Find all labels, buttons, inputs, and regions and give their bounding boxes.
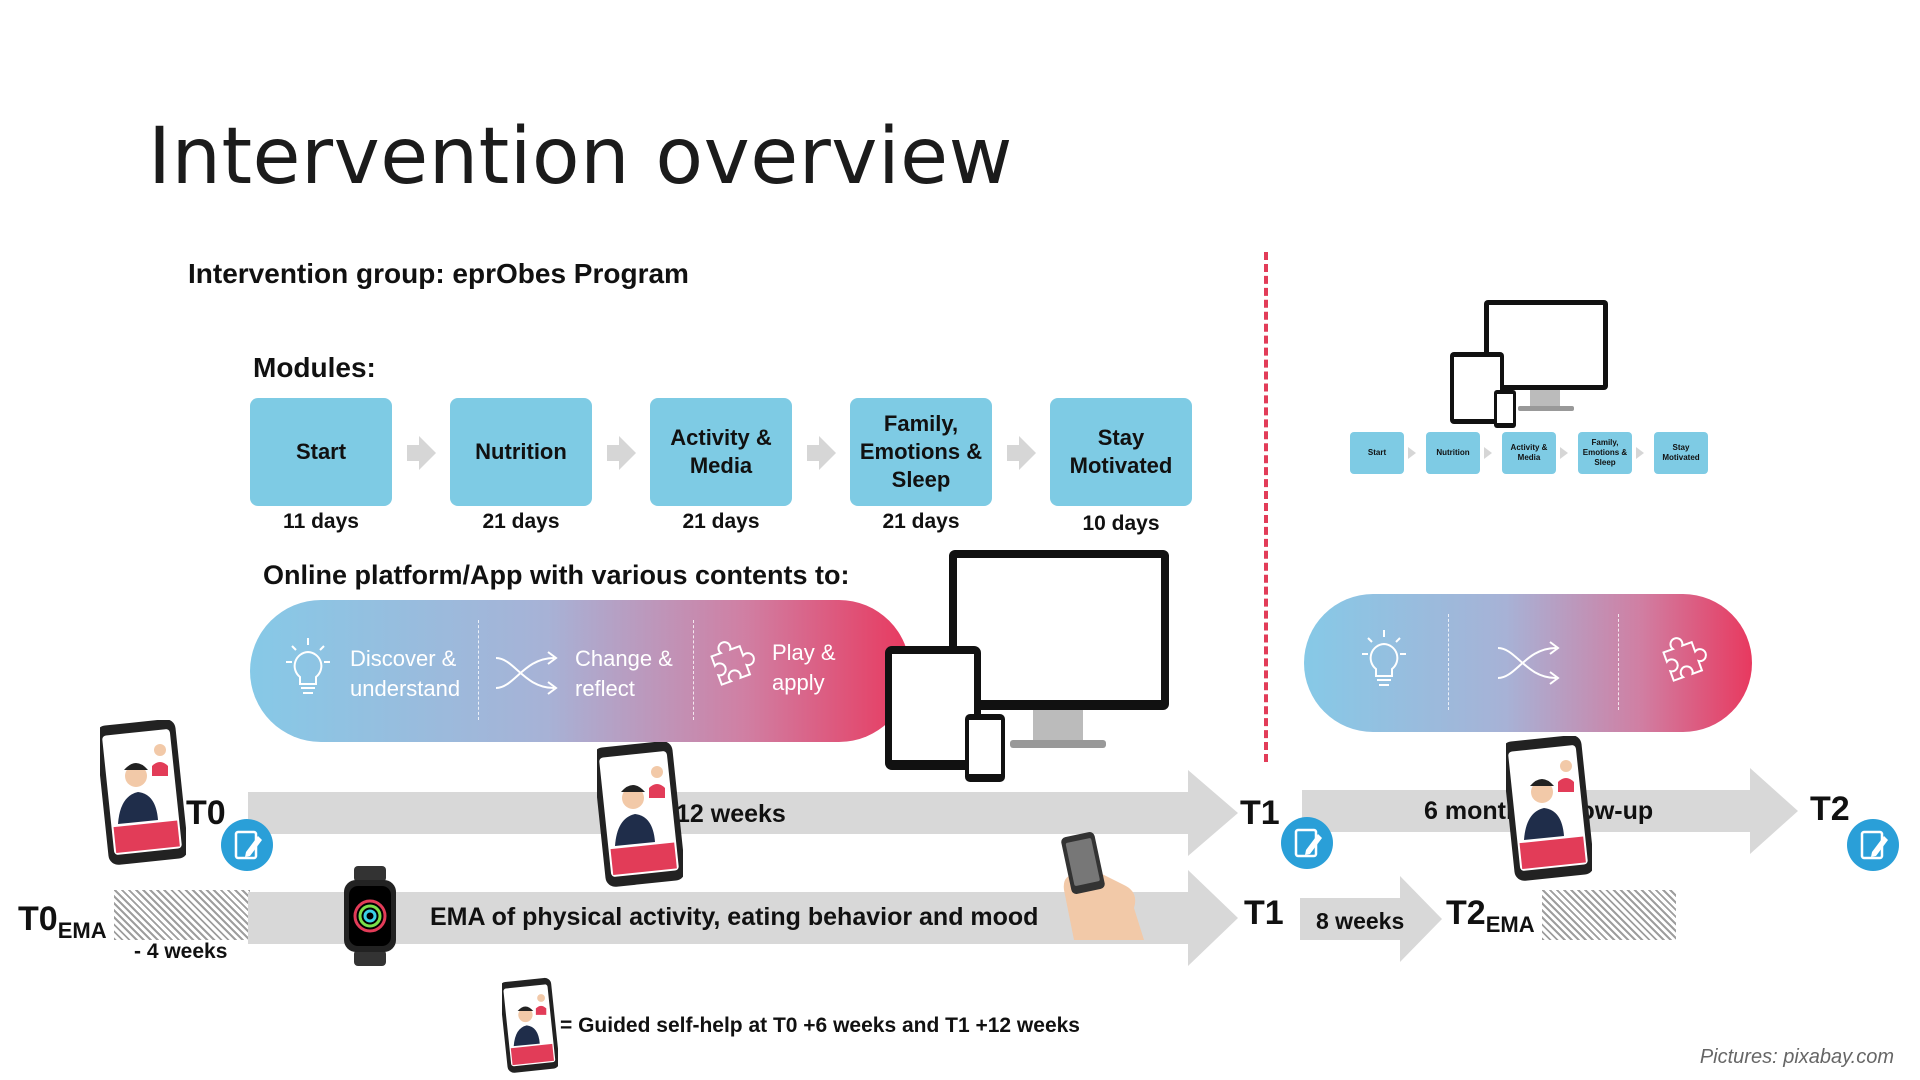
mini-module-arrow	[1408, 447, 1416, 459]
t0-ema-main: T0	[18, 900, 58, 938]
questionnaire-icon	[1281, 817, 1333, 869]
module-duration: 21 days	[682, 510, 760, 533]
puzzle-icon	[710, 641, 755, 686]
mini-module-arrow	[1636, 447, 1644, 459]
guided-selfhelp-phone-icon	[502, 977, 558, 1073]
discover-understand-text: Discover & understand	[350, 646, 461, 701]
module-start: Start	[250, 398, 392, 506]
devices-small-illustration	[1450, 300, 1608, 428]
t2-ema-main: T2	[1446, 894, 1486, 932]
module-label: Activity & Media	[670, 425, 772, 478]
module-family-emotions-sleep: Family, Emotions & Sleep	[850, 398, 992, 506]
mini-module-arrow	[1484, 447, 1492, 459]
module-duration: 10 days	[1082, 512, 1160, 535]
minus-weeks-label: - 4 weeks	[134, 940, 228, 963]
questionnaire-icon	[1847, 819, 1899, 871]
main-timeline-arrow	[248, 770, 1238, 856]
platform-content-pill	[250, 600, 910, 742]
platform-heading: Online platform/App with various content…	[263, 560, 850, 590]
module-arrow	[607, 436, 636, 470]
t2-ema-sub: EMA	[1485, 912, 1535, 937]
modules-heading: Modules:	[253, 352, 376, 383]
module-duration: 21 days	[882, 510, 960, 533]
lightbulb-icon	[1362, 630, 1406, 686]
mini-module-label: Activity & Media	[1510, 443, 1548, 462]
smartwatch-icon	[344, 866, 396, 966]
intervention-group-heading: Intervention group: eprObes Program	[188, 258, 689, 289]
mini-module-label: Nutrition	[1436, 448, 1470, 457]
puzzle-icon	[1662, 637, 1707, 682]
mini-module-nutrition: Nutrition	[1426, 432, 1480, 474]
module-arrow	[1007, 436, 1036, 470]
play-apply-text: Play & apply	[772, 640, 836, 695]
t2-label: T2	[1810, 790, 1850, 828]
t0-ema-label: T0EMA	[18, 900, 107, 944]
module-duration: 11 days	[283, 510, 359, 533]
t2-ema-label: T2EMA	[1446, 894, 1535, 938]
guided-selfhelp-phone-icon	[100, 720, 186, 865]
change-reflect-text: Change & reflect	[575, 646, 673, 701]
module-label: Stay Motivated	[1069, 425, 1173, 478]
ema-description: EMA of physical activity, eating behavio…	[430, 903, 1039, 931]
module-stay-motivated: Stay Motivated	[1050, 398, 1192, 506]
questionnaire-icon	[221, 819, 273, 871]
pill-divider	[478, 620, 479, 720]
mini-module-label: Stay Motivated	[1662, 443, 1700, 462]
module-label: Nutrition	[475, 439, 567, 464]
module-duration: 21 days	[482, 510, 560, 533]
t0-ema-sub: EMA	[57, 918, 107, 943]
page-title: Intervention overview	[148, 112, 1013, 202]
shuffle-icon	[1497, 641, 1560, 685]
image-credit: Pictures: pixabay.com	[1699, 1046, 1894, 1068]
phase-divider	[1264, 252, 1268, 762]
ema-followup-hatch	[1542, 890, 1676, 940]
mini-module-family-emotions-sleep: Family, Emotions & Sleep	[1578, 432, 1632, 474]
module-activity-media: Activity & Media	[650, 398, 792, 506]
eight-weeks-arrow	[1300, 876, 1442, 962]
guided-selfhelp-phone-icon	[1506, 736, 1592, 881]
devices-illustration	[885, 550, 1169, 782]
duration-label: 12 weeks	[676, 800, 786, 828]
module-arrow	[407, 436, 436, 470]
guided-selfhelp-phone-icon	[597, 742, 683, 887]
eight-weeks-label: 8 weeks	[1316, 908, 1405, 934]
shuffle-icon	[495, 651, 558, 695]
mini-module-start: Start	[1350, 432, 1404, 474]
legend-note: = Guided self-help at T0 +6 weeks and T1…	[560, 1014, 1080, 1037]
module-label: Start	[295, 439, 347, 464]
hand-phone-icon	[1061, 832, 1144, 940]
mini-module-label: Family, Emotions & Sleep	[1582, 438, 1628, 467]
module-label: Family, Emotions & Sleep	[859, 411, 983, 492]
t0-label: T0	[186, 794, 226, 832]
pill-divider	[1618, 614, 1619, 710]
module-arrow	[807, 436, 836, 470]
mini-module-stay-motivated: Stay Motivated	[1654, 432, 1708, 474]
pill-divider	[693, 620, 694, 720]
mini-module-arrow	[1560, 447, 1568, 459]
ema-baseline-hatch	[114, 890, 250, 940]
ema-arrow	[248, 870, 1238, 966]
t1-label: T1	[1240, 794, 1280, 832]
mini-module-activity-media: Activity & Media	[1502, 432, 1556, 474]
lightbulb-icon	[286, 638, 330, 694]
mini-module-label: Start	[1367, 448, 1387, 457]
module-nutrition: Nutrition	[450, 398, 592, 506]
t1-ema-label: T1	[1244, 894, 1284, 932]
pill-divider	[1448, 614, 1449, 710]
